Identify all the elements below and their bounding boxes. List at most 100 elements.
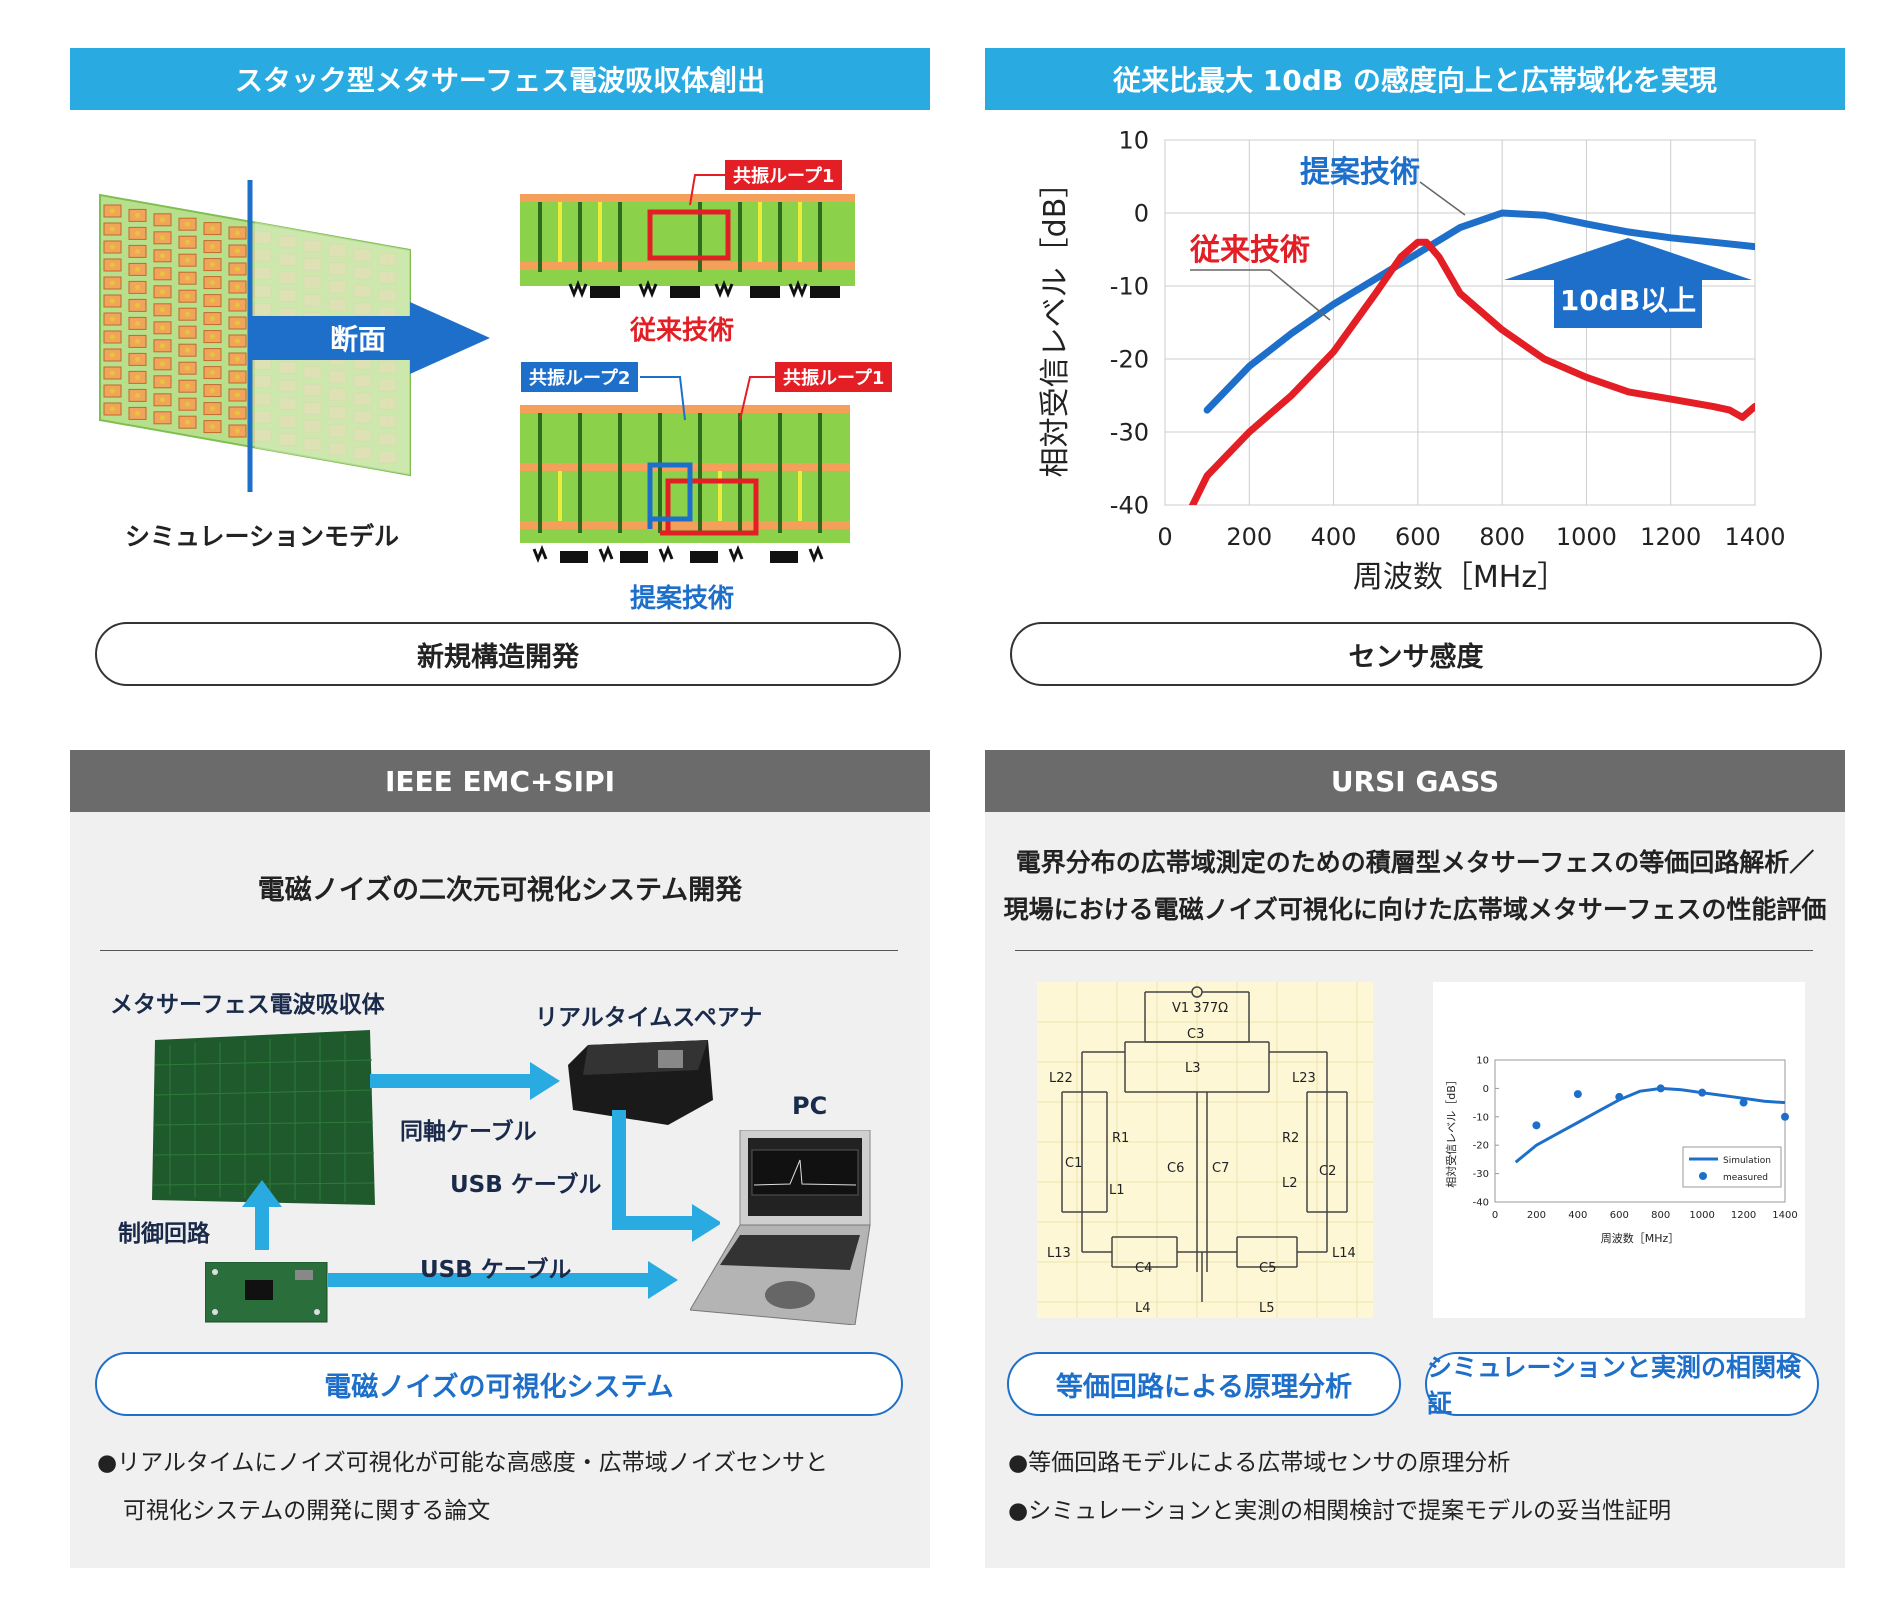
loop1-label-bottom: 共振ループ1 [775,362,893,392]
y-axis-label: 相対受信レベル［dB］ [1038,168,1073,478]
metasurface-via [210,424,215,430]
panel-br-subtitle-2: 現場における電磁ノイズ可視化に向けた広帯域メタサーフェスの性能評価 [1003,895,1827,924]
measured-point [1698,1088,1707,1097]
measured-point [1781,1112,1789,1121]
x-tick-label: 0 [1157,523,1172,551]
metasurface-via [160,289,165,295]
metasurface-via [210,280,215,286]
proposed-cross-section [520,405,850,564]
y-tick-label: 10 [1476,1056,1489,1067]
circuit-v1: V1 377Ω [1172,1001,1228,1016]
x-tick-label: 400 [1568,1210,1587,1221]
metasurface-via [135,410,140,416]
metasurface-via [235,320,240,326]
conventional-label: 従来技術 [630,316,735,346]
metasurface-via [235,428,240,434]
metasurface-via [185,293,190,299]
y-tick-label: 0 [1134,199,1149,227]
metasurface-via [160,271,165,277]
circuit-c6: C6 [1167,1161,1184,1176]
coax-label: 同軸ケーブル [400,1119,537,1145]
pill-correlation: シミュレーションと実測の相関検証 [1425,1352,1819,1418]
metasurface-via [210,406,215,412]
x-tick-label: 400 [1311,523,1357,551]
metasurface-via [135,320,140,326]
metasurface-via [135,248,140,254]
metasurface-via [235,284,240,290]
pill-sensor-sensitivity: センサ感度 [1010,622,1822,686]
br-bullet-2: ●シミュレーションと実測の相関検討で提案モデルの妥当性証明 [1008,1498,1672,1524]
y-tick-label: 10 [1118,126,1149,154]
usb-label-2: USB ケーブル [420,1257,572,1283]
metasurface-via [185,383,190,389]
circuit-l3: L3 [1185,1061,1201,1076]
metasurface-via [160,397,165,403]
metasurface-via [235,356,240,362]
measured-point [1656,1084,1665,1093]
measured-point [1615,1092,1624,1101]
circuit-l4: L4 [1135,1301,1151,1316]
metasurface-via [185,275,190,281]
series-label-proposed: 提案技術 [1300,155,1420,190]
metasurface-via [235,410,240,416]
metasurface-via [185,347,190,353]
equivalent-circuit-diagram: V1 377Ω C3 L3 L22 L23 R1 R2 C1 C2 L1 L2 … [1037,982,1373,1318]
pill-circuit-analysis: 等価回路による原理分析 [1007,1352,1401,1416]
connection-arrows [242,1062,720,1299]
usb-label-1: USB ケーブル [450,1172,602,1198]
divider-bl [100,950,898,951]
metasurface-via [110,262,115,268]
x-tick-label: 800 [1479,523,1525,551]
loop-connectors [640,376,775,421]
circuit-r1: R1 [1112,1131,1129,1146]
metasurface-via [160,379,165,385]
y-tick-label: -20 [1110,345,1149,373]
metasurface-via [235,392,240,398]
metasurface-via [235,266,240,272]
absorber-label: メタサーフェス電波吸収体 [110,992,385,1018]
measured-point [1532,1121,1541,1130]
metasurface-via [110,388,115,394]
circuit-c2: C2 [1319,1164,1336,1179]
y-tick-label: -10 [1473,1112,1489,1123]
legend-label-simulation: Simulation [1723,1156,1771,1166]
circuit-c3: C3 [1187,1027,1204,1042]
model-label: シミュレーションモデル [125,522,400,551]
metasurface-via [185,401,190,407]
metasurface-via [135,212,140,218]
metasurface-via [185,419,190,425]
bl-bullet-1a: ●リアルタイムにノイズ可視化が可能な高感度・広帯域ノイズセンサと [97,1450,828,1476]
metasurface-via [210,352,215,358]
series-line-proposed [1203,209,1755,414]
pill-visualization-system: 電磁ノイズの可視化システム [95,1352,903,1416]
metasurface-via [185,311,190,317]
circuit-l14: L14 [1332,1246,1356,1261]
metasurface-via [210,244,215,250]
metasurface-via [235,338,240,344]
improvement-arrow [1504,238,1752,328]
measured-point [1573,1090,1582,1099]
y-axis-label: 相対受信レベル［dB］ [1444,1074,1458,1188]
circuit-l2: L2 [1282,1176,1298,1191]
metasurface-via [160,325,165,331]
conventional-cross-section [520,194,855,299]
laptop-photo [690,1130,871,1325]
metasurface-via [210,298,215,304]
loop1-label-top: 共振ループ1 [725,160,843,190]
panel-bl-subtitle: 電磁ノイズの二次元可視化システム開発 [257,875,743,906]
metasurface-via [185,221,190,227]
circuit-l1: L1 [1109,1183,1125,1198]
circuit-c5: C5 [1259,1261,1276,1276]
y-tick-label: -30 [1110,418,1149,446]
x-tick-label: 600 [1395,523,1441,551]
label-leader [1419,181,1466,216]
metasurface-via [135,230,140,236]
panel-tl-title: スタック型メタサーフェス電波吸収体創出 [70,48,930,110]
panel-br-subtitle-1: 電界分布の広帯域測定のための積層型メタサーフェスの等価回路解析／ [1015,848,1815,877]
absorber-board-photo [152,1030,375,1205]
loop2-label: 共振ループ2 [521,362,639,392]
loop1-connector [689,174,735,206]
legend-box [1682,1146,1782,1188]
y-tick-label: -20 [1473,1141,1489,1152]
